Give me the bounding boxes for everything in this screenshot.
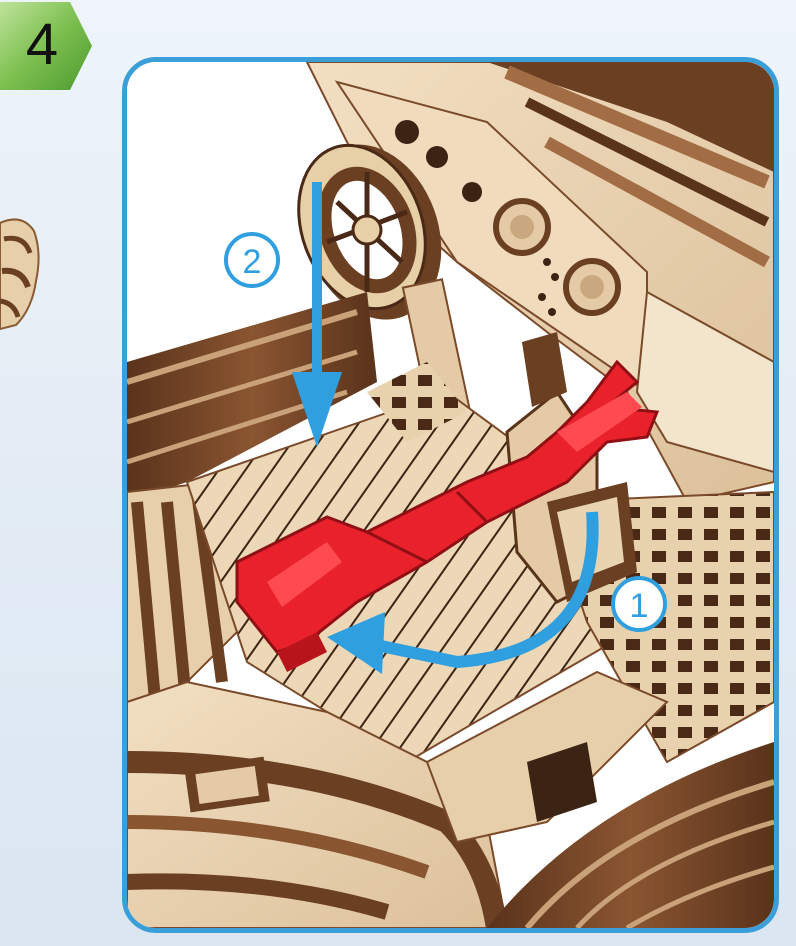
assembly-illustration: 2 1 [127,62,774,928]
callout-2-label: 2 [243,243,262,281]
partial-wood-part [0,205,40,330]
callout-1: 1 [613,578,665,630]
instruction-panel: 2 1 [122,57,779,933]
step-number: 4 [16,12,68,78]
step-badge: 4 [0,2,92,90]
callout-2: 2 [226,234,278,286]
callout-1-label: 1 [630,587,649,625]
